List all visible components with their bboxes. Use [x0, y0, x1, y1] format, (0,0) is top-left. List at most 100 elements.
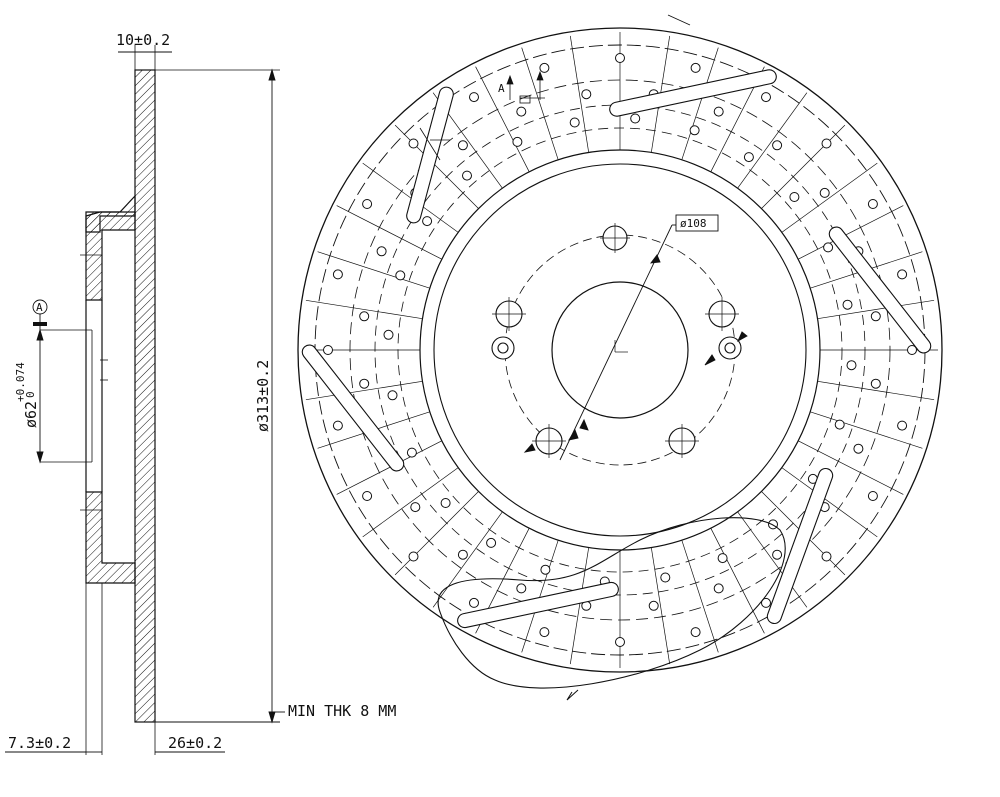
- radial-line: [781, 162, 878, 233]
- pcd-dimension: [523, 214, 748, 461]
- hat-inner-edge: [433, 163, 807, 537]
- drill-hole: [332, 420, 343, 431]
- drill-hole: [819, 187, 830, 198]
- drill-hole: [486, 537, 497, 548]
- min-thickness-note: MIN THK 8 MM: [288, 702, 396, 720]
- drill-hole: [323, 345, 333, 355]
- drill-hole: [648, 600, 659, 611]
- section-mark-label: A: [498, 82, 505, 95]
- drill-hole: [516, 583, 527, 594]
- radial-line: [569, 35, 590, 153]
- drill-hole: [383, 329, 394, 340]
- drill-hole: [690, 627, 701, 638]
- slot: [609, 69, 777, 117]
- radial-line: [362, 162, 459, 233]
- drill-hole: [376, 246, 387, 257]
- slot: [766, 467, 834, 625]
- dim-pcd: ø108: [680, 217, 707, 230]
- side-section-view: [40, 45, 280, 755]
- side-dimension-lines: [5, 51, 285, 753]
- radial-line: [681, 47, 719, 160]
- radial-line: [798, 440, 904, 495]
- hat-outer-edge: [419, 149, 821, 551]
- hat-lower-wall: [85, 491, 136, 584]
- drill-hole: [359, 311, 370, 322]
- dim-offset-left: 7.3±0.2: [8, 734, 71, 752]
- drill-hole: [615, 53, 625, 63]
- drill-hole: [462, 170, 472, 181]
- drill-hole: [332, 269, 343, 280]
- drill-hole: [761, 597, 771, 608]
- radial-line: [432, 511, 503, 608]
- radial-line: [305, 380, 423, 401]
- lug-holes: [491, 225, 742, 455]
- pad-contour: [437, 517, 786, 689]
- section-marker: [419, 70, 545, 161]
- drill-hole: [410, 502, 421, 513]
- drill-hole: [821, 551, 832, 562]
- radial-line: [737, 92, 808, 189]
- drill-hole: [359, 378, 370, 389]
- radial-line: [781, 467, 878, 538]
- drill-hole: [512, 136, 523, 147]
- drill-hole: [870, 311, 881, 322]
- drill-hole: [690, 62, 701, 73]
- drill-hole: [457, 549, 468, 560]
- drill-hole: [362, 491, 373, 501]
- drill-hole: [516, 106, 527, 117]
- drill-hole: [907, 345, 917, 355]
- radial-line: [810, 411, 923, 449]
- drill-hole: [846, 360, 857, 371]
- radial-line: [475, 66, 530, 172]
- hat-upper-wall: [85, 211, 136, 301]
- radial-line: [521, 47, 559, 160]
- radial-line: [336, 440, 442, 495]
- drill-hole: [772, 140, 783, 151]
- drill-hole: [821, 138, 832, 149]
- dim-thickness-top: 10±0.2: [116, 31, 170, 49]
- slot: [301, 344, 405, 472]
- dim-bore-tol-lower: 0: [24, 391, 37, 398]
- dim-outer-diameter: ø313±0.2: [254, 360, 272, 432]
- dim-bore-main: ø62: [22, 401, 40, 428]
- drill-hole: [897, 420, 908, 431]
- drill-hole: [615, 637, 625, 647]
- datum-label: A: [36, 301, 43, 314]
- radial-line: [362, 467, 459, 538]
- friction-band-radial-lines: [302, 32, 938, 668]
- radial-line: [394, 491, 479, 576]
- brake-slots: [301, 69, 932, 629]
- radial-line: [521, 540, 559, 653]
- radial-line: [737, 511, 808, 608]
- outer-edge: [297, 27, 943, 673]
- dim-bore-tol-upper: +0.074: [14, 362, 27, 402]
- drill-hole: [660, 572, 671, 583]
- locating-pin-inner: [724, 342, 736, 354]
- drill-hole: [387, 390, 398, 401]
- drill-hole: [789, 192, 800, 202]
- radial-line: [761, 124, 846, 209]
- radial-line: [710, 528, 765, 634]
- drill-hole: [717, 553, 728, 564]
- radial-line: [336, 205, 442, 260]
- drill-hole: [870, 378, 881, 389]
- drill-hole: [539, 62, 550, 73]
- lug-hole-centerlines: [492, 223, 739, 458]
- radial-line: [305, 299, 423, 320]
- slot: [406, 86, 454, 224]
- drill-hole: [469, 597, 479, 608]
- drill-hole: [713, 106, 724, 117]
- drill-hole: [761, 92, 771, 103]
- locating-pin-inner: [497, 342, 509, 354]
- drill-hole: [772, 549, 783, 560]
- slot: [828, 226, 932, 354]
- drill-hole: [867, 491, 878, 501]
- drill-hole: [469, 92, 479, 103]
- pcd-circle: [504, 234, 736, 466]
- dim-hat-height: 26±0.2: [168, 734, 222, 752]
- drill-hole: [834, 419, 845, 430]
- drill-hole: [440, 498, 451, 508]
- drill-hole: [362, 199, 373, 209]
- drill-hole: [408, 138, 419, 149]
